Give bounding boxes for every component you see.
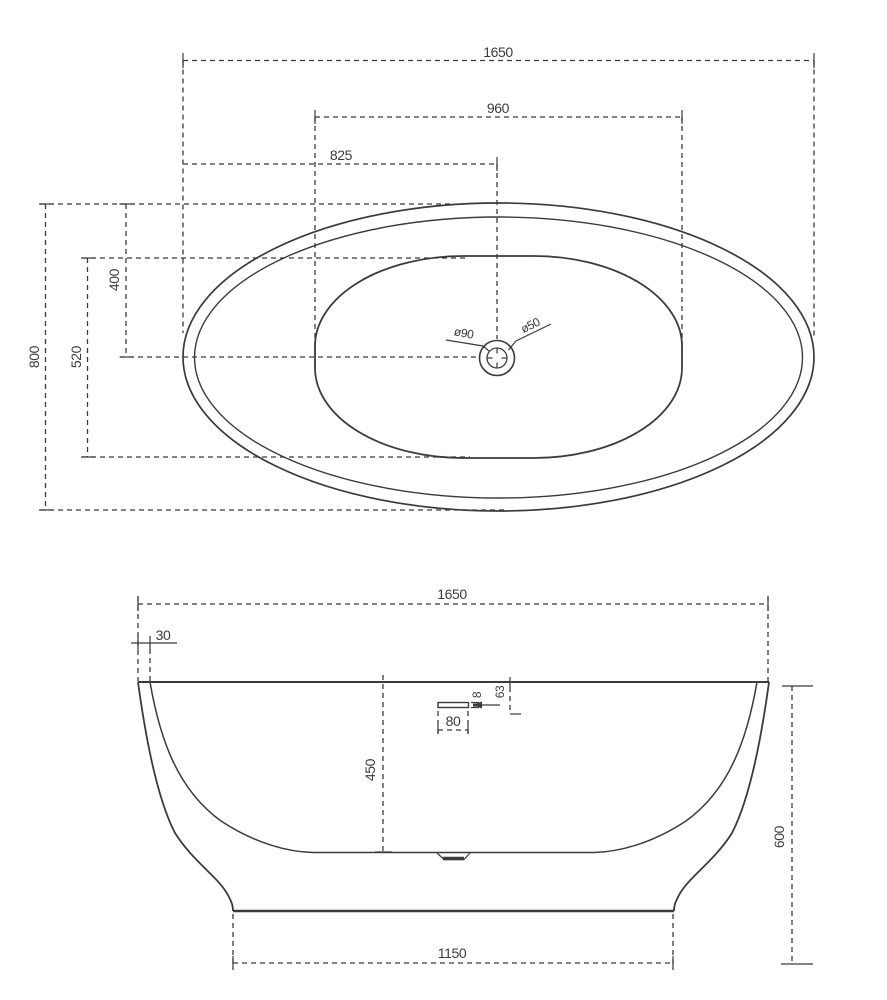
dim-label-800: 800 (26, 345, 42, 368)
dim-label-400: 400 (106, 268, 122, 291)
dim-top-basin-length: 960 (314, 100, 683, 362)
dim-label-30: 30 (156, 627, 171, 643)
drain-outer-circle (478, 339, 516, 377)
side-view: 1650 30 450 600 (131, 586, 813, 970)
tub-inner-wall-left (149, 681, 314, 854)
dim-overflow-offset: 63 (473, 677, 521, 715)
tub-outer-wall-right (673, 681, 770, 912)
tub-outer-wall-left (137, 681, 234, 912)
tub-inner-wall-right (593, 681, 758, 854)
dim-label-450: 450 (362, 758, 378, 781)
dim-side-overall-height: 600 (771, 685, 813, 965)
dim-top-half-length: 825 (183, 147, 498, 339)
dim-label-1150: 1150 (438, 945, 467, 961)
dim-label-1650-top: 1650 (483, 44, 513, 60)
dim-label-600: 600 (771, 825, 787, 848)
dim-top-front-offset: 400 (106, 203, 134, 358)
tub-outline-side (137, 680, 770, 913)
dim-label-80: 80 (446, 713, 461, 729)
dim-label-520: 520 (68, 345, 84, 368)
tub-basin-outline (314, 255, 683, 459)
overflow-slot (437, 701, 470, 709)
callout-waste-diameter: ø50 (508, 315, 552, 351)
dim-label-waste-50: ø50 (518, 315, 542, 336)
dim-side-overall-length: 1650 (137, 586, 769, 681)
dim-label-825: 825 (330, 147, 353, 163)
construction-lines-top (40, 203, 505, 511)
dim-label-drain-90: ø90 (453, 324, 476, 342)
dim-top-basin-width: 520 (68, 257, 95, 458)
dim-label-960: 960 (487, 100, 510, 116)
dim-side-inner-depth: 450 (362, 675, 392, 853)
dim-top-overall-width: 800 (26, 203, 53, 511)
dim-label-63: 63 (493, 685, 507, 698)
dim-label-1650-side: 1650 (437, 586, 467, 602)
dim-side-rim-offset: 30 (131, 627, 177, 681)
top-view: 1650 960 825 800 (26, 44, 815, 512)
drain-top (478, 339, 516, 377)
drain-recess-side (436, 852, 471, 861)
dim-side-base-length: 1150 (232, 914, 674, 970)
dim-overflow-width: 80 (437, 711, 469, 734)
dim-top-overall-length: 1650 (182, 44, 815, 337)
callout-drain-diameter: ø90 (445, 324, 490, 352)
dim-label-8: 8 (470, 691, 484, 698)
drain-center-ticks (487, 348, 507, 368)
